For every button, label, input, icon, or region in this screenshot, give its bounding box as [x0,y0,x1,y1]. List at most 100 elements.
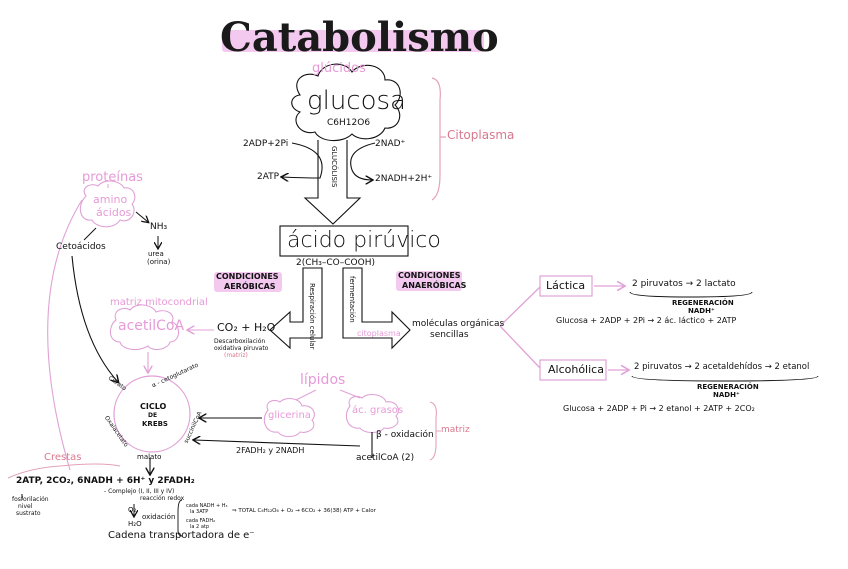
oxidativa-piruvato-label: oxidativa piruvato [214,345,269,352]
cada-nadh-2: la 3ATP [190,509,209,515]
alcoholica-reaction: 2 piruvatos → 2 acetaldehídos → 2 etanol [634,362,810,372]
lactica-equation: Glucosa + 2ADP + 2Pi → 2 ác. láctico + 2… [556,316,737,325]
cetoacidos-to-krebs [71,255,118,382]
cada-fadh-2: la 2 atp [190,524,210,530]
reaccion-redox-label: reacción redox [140,495,185,502]
lactica-regen-2: NADH⁺ [688,307,715,315]
cond-anaerobicas-line2: ANAERÓBICAS [402,281,467,290]
cetoacidos-label: Cetoácidos [56,242,106,252]
cada-nadh-1: cada NADH + H₃ [186,503,228,509]
nh3-label: NH₃ [150,222,168,232]
glucolisis-left-out: 2ATP [257,172,280,182]
cada-brace [177,499,183,537]
fosforilacion-label-1: fosforilación [12,496,49,503]
ac-grasos-label: ác. grasos [352,405,404,416]
alcoholica-regen-1: REGENERACIÓN [697,383,759,391]
alcoholica-equation: Glucosa + 2ADP + Pi → 2 etanol + 2ATP + … [563,404,755,413]
alcoholica-label: Alcohólica [548,363,604,376]
fosforilacion-label-2: nivel [18,503,33,510]
cond-anaerobicas-line1: CONDICIONES [398,271,461,280]
amino-label: amino [93,193,128,206]
fermentacion-label: fermentación [348,276,356,323]
glicerina-cloud [263,397,315,438]
glucolisis-right-arrow [350,142,376,180]
matriz-bracket [429,401,441,461]
anaerobicas-highlight [396,271,462,291]
cond-aerobicas-line2: AERÓBICAS [224,282,276,291]
glucosa-label: glucosa [307,86,406,116]
total-equation: ⇒ TOTAL C₆H₁₂O₆ + O₂ → 6CO₂ + 36(38) ATP… [232,508,376,514]
beta-oxidacion-label: β - oxidación [376,430,434,440]
matriz-label: matriz [441,425,470,435]
alcoholica-brace [631,375,819,382]
proteinas-left-arc [47,199,83,471]
acetilcoa2-to-krebs [194,440,361,447]
aminoacidos-cloud [79,180,136,228]
glucolisis-right-out: 2NADH+2H⁺ [375,174,433,184]
co2-h2o-label: CO₂ + H₂O [217,321,276,334]
acido-piruvico-formula: 2(CH₃–CO–COOH) [296,258,375,268]
h2o-label: H₂O [128,520,142,528]
lipidos-title: lípidos [300,372,346,388]
fosforilacion-label-3: sustrato [16,510,41,517]
o2-label: O₂ [128,506,137,514]
malato-label: malato [137,453,162,461]
cetoacidos-down [83,227,97,241]
glucolisis-right-in: 2NAD⁺ [375,139,406,149]
citoplasma-bracket [431,77,446,201]
citoplasma-anaerobic-label: citoplasma [357,329,401,338]
glucosa-formula: C6H12O6 [327,118,371,128]
lipidos-right [339,389,361,399]
lactica-brace [629,291,753,298]
page-title: Catabolismo [220,14,499,61]
nh3-arrow [135,211,148,222]
urea-label: urea [148,250,164,258]
alcoholica-regen-2: NADH⁺ [713,391,740,399]
glicerina-label: glicerina [268,410,311,421]
alcoholica-box [539,359,607,381]
krebs-line1: CICLO [140,402,167,411]
cada-fadh-1: cada FADH₂ [186,518,216,524]
crestas-bracket [7,463,121,479]
moleculas-label-2: sencillas [430,330,469,340]
ac-grasos-cloud [345,393,399,434]
descarboxilacion-label: Descarboxilación [214,338,266,345]
aerobicas-highlight [214,272,282,292]
moleculas-label-1: moléculas orgánicas [412,319,505,329]
lactica-box [539,275,593,297]
complejo-label: - Complejo (I, II, III y IV) [104,488,175,495]
title-highlight [222,30,484,52]
glucolisis-left-arrow [282,142,323,178]
glucolisis-left-in: 2ADP+2Pi [243,139,289,149]
respiracion-arrow [269,267,323,350]
citoplasma-label: Citoplasma [447,128,515,142]
lactica-regen-1: REGENERACIÓN [672,299,734,307]
acido-piruvico-label: ácido pirúvico [287,228,441,253]
acetilcoa2-label: acetilCoA (2) [356,453,415,463]
acido-piruvico-box [279,225,409,257]
cadena-transportadora-label: Cadena transportadora de e⁻ [108,530,255,541]
proteinas-title: proteínas [82,170,143,185]
oxidacion-label: oxidación [142,513,176,521]
respiracion-celular-label: Respiración celular [308,283,316,350]
crestas-label: Crestas [44,452,82,463]
glucosa-cloud [291,63,401,142]
acidos-label: ácidos [96,206,132,219]
fork-alcoholica [499,325,541,369]
lactica-label: Láctica [546,279,586,292]
glucolisis-vertical-label: GLUCÓLISIS [330,146,338,188]
krebs-circle [113,375,191,453]
lipidos-left [295,389,317,401]
cond-aerobicas-line1: CONDICIONES [216,272,279,281]
krebs-line3: KREBS [142,420,168,428]
krebs-line2: DE [148,412,158,419]
matriz-mitocondrial-label: matriz mitocondrial [110,297,208,308]
acetilcoa-cloud [109,304,180,351]
orina-label: (orina) [147,258,171,266]
fermentacion-arrow [342,267,411,350]
lactica-reaction: 2 piruvatos → 2 lactato [632,279,736,289]
glucolisis-down-arrow [303,140,362,225]
matriz-paren-label: (matriz) [224,352,248,359]
